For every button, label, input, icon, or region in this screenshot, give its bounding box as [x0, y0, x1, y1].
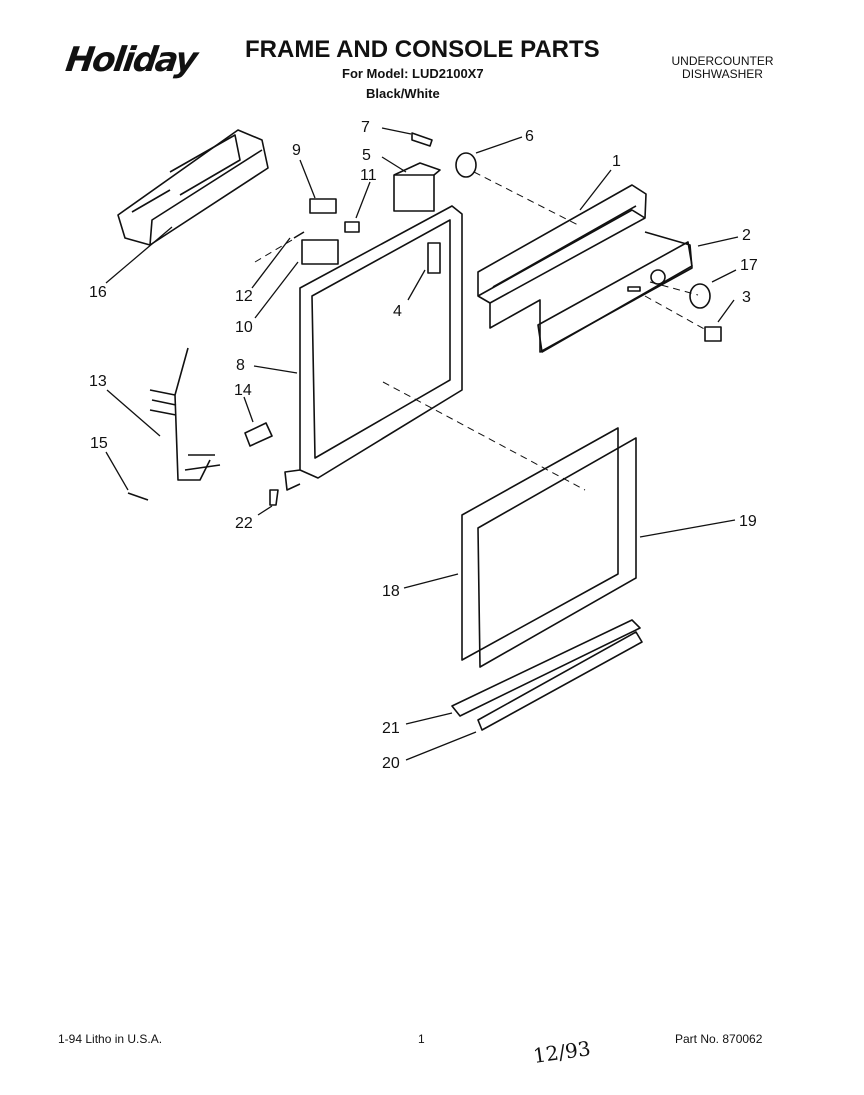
callout-21: 21: [382, 720, 400, 737]
part-17-knob: [689, 283, 711, 309]
callout-12: 12: [235, 288, 253, 305]
model-line: For Model: LUD2100X7: [342, 66, 484, 81]
page-title: FRAME AND CONSOLE PARTS: [245, 36, 600, 63]
part-19-panel: [477, 437, 637, 668]
callout-8: 8: [236, 357, 245, 374]
callout-6: 6: [525, 128, 534, 145]
part-11-plug: [344, 221, 360, 233]
callout-numbers: 1 2 3 4 5 6 7 8 9 10 11 12 13 14 15 16 1…: [89, 119, 758, 772]
callout-14: 14: [234, 382, 252, 399]
color-line: Black/White: [366, 86, 440, 101]
callout-5: 5: [362, 147, 371, 164]
callout-1: 1: [612, 153, 621, 170]
product-line-2: DISHWASHER: [682, 67, 763, 81]
part-18-panel: [461, 427, 619, 661]
callout-15: 15: [90, 435, 108, 452]
callout-18: 18: [382, 583, 400, 600]
callout-22: 22: [235, 515, 253, 532]
assembly-lines: [254, 171, 707, 491]
callout-7: 7: [361, 119, 370, 136]
part-20-strip: [477, 631, 643, 731]
part-number: Part No. 870062: [675, 1032, 763, 1046]
part-16-housing: [117, 129, 269, 246]
part-1-console: [477, 184, 693, 353]
product-type: UNDERCOUNTER DISHWASHER: [650, 55, 795, 81]
callout-9: 9: [292, 142, 301, 159]
part-5-latch-assembly: [393, 162, 441, 212]
callout-19: 19: [739, 513, 757, 530]
callout-16: 16: [89, 284, 107, 301]
callout-13: 13: [89, 373, 107, 390]
product-line-1: UNDERCOUNTER: [671, 54, 774, 68]
part-2-panel: [537, 241, 693, 353]
part-14-switch: [244, 422, 273, 447]
callout-11: 11: [360, 167, 377, 184]
part-6-cam: [455, 152, 477, 178]
page-number: 1: [418, 1032, 425, 1046]
part-12-actuator: [293, 231, 305, 239]
callout-3: 3: [742, 289, 751, 306]
leader-lines: [105, 127, 739, 761]
callout-20: 20: [382, 755, 400, 772]
callout-17: 17: [740, 257, 758, 274]
part-10-bracket: [301, 239, 339, 265]
callout-4: 4: [393, 303, 402, 320]
part-22-clip: [269, 489, 279, 506]
part-9-switch: [309, 198, 337, 214]
part-13-harness: [149, 347, 221, 481]
part-21-strip: [451, 619, 641, 717]
litho-note: 1-94 Litho in U.S.A.: [58, 1032, 163, 1046]
callout-2: 2: [742, 227, 751, 244]
part-7-screw: [411, 132, 433, 147]
part-3-button: [704, 326, 722, 342]
part-4-latch: [427, 242, 441, 274]
part-8-frame: [284, 205, 463, 491]
part-15-screw: [127, 492, 149, 501]
callout-10: 10: [235, 319, 253, 336]
